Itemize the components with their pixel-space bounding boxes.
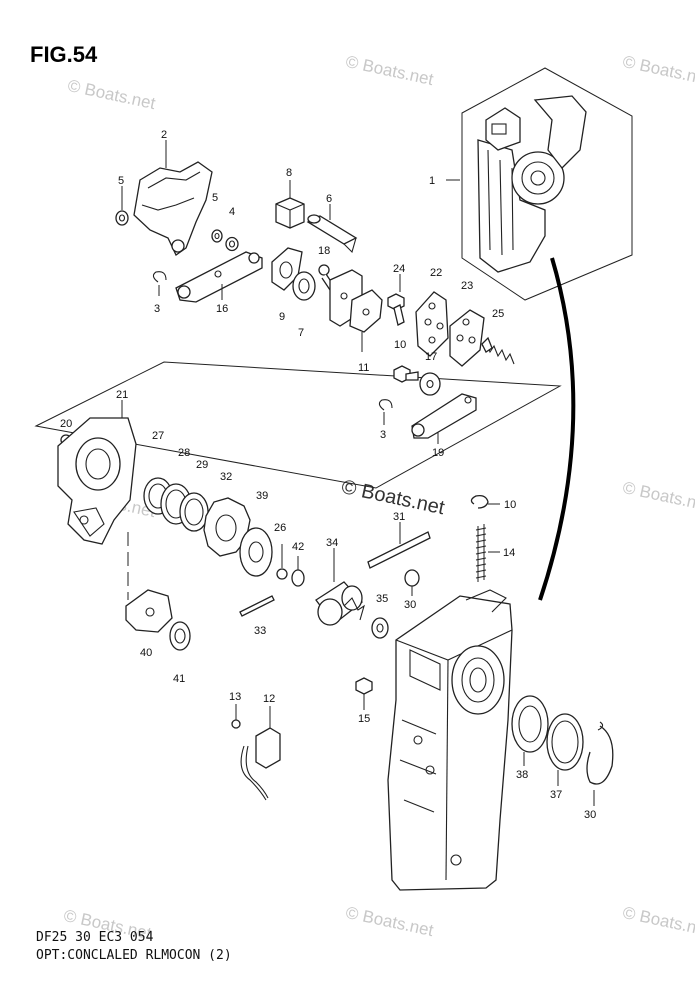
part-5-washer-left <box>115 186 129 226</box>
part-8-block <box>275 180 305 229</box>
callout-25: 25 <box>492 308 504 320</box>
callout-11: 11 <box>358 362 369 374</box>
callout-21: 21 <box>116 389 128 401</box>
part-24-bolt <box>387 274 405 326</box>
part-4-washer <box>225 236 239 252</box>
part-13-screw <box>231 704 241 729</box>
part-33-pin <box>239 595 275 617</box>
part-6-shaft <box>306 204 358 254</box>
part-3-clip-upper <box>152 271 167 296</box>
part-22-plate <box>415 291 449 357</box>
part-16-link-rod <box>175 251 263 303</box>
figure-code: DF25 30 EC3 054 <box>36 930 154 945</box>
part-30-cap <box>404 569 420 596</box>
callout-39: 39 <box>256 490 268 502</box>
callout-3: 3 <box>380 429 386 441</box>
part-38-ring <box>511 695 549 766</box>
part-25-spring <box>481 336 515 365</box>
part-5-washer-right <box>211 229 223 243</box>
callout-40: 40 <box>140 647 152 659</box>
part-2-lever-plate <box>133 140 213 256</box>
callout-24: 24 <box>393 263 405 275</box>
callout-20: 20 <box>60 418 72 430</box>
callout-33: 33 <box>254 625 266 637</box>
part-7-bushing <box>292 271 316 301</box>
callout-7: 7 <box>298 327 304 339</box>
callout-5: 5 <box>118 175 124 187</box>
callout-8: 8 <box>286 167 292 179</box>
callout-1: 1 <box>429 175 435 187</box>
figure-caption: OPT:CONCLALED RLMOCON (2) <box>36 948 232 963</box>
cable <box>538 257 576 601</box>
callout-27: 27 <box>152 430 164 442</box>
callout-22: 22 <box>430 267 442 279</box>
callout-2: 2 <box>161 129 167 141</box>
callout-28: 28 <box>178 447 190 459</box>
assembly-boundary <box>34 361 562 489</box>
figure-title: FIG.54 <box>30 42 98 67</box>
callout-16: 16 <box>216 303 228 315</box>
lower-housing <box>387 589 513 891</box>
part-29-ring <box>179 492 209 532</box>
part-40-bracket <box>125 589 173 633</box>
callout-10: 10 <box>504 499 516 511</box>
callout-41: 41 <box>173 673 185 685</box>
callout-31: 31 <box>393 511 405 523</box>
part-14-spring <box>475 524 500 582</box>
part-15-bolt <box>355 677 373 710</box>
callout-12: 12 <box>263 693 275 705</box>
callout-38: 38 <box>516 769 528 781</box>
callout-10: 10 <box>394 339 406 351</box>
callout-6: 6 <box>326 193 332 205</box>
part-1-control-box <box>461 67 633 301</box>
callout-35: 35 <box>376 593 388 605</box>
part-26-pin <box>276 544 288 580</box>
part-34-drum <box>315 548 365 626</box>
callout-13: 13 <box>229 691 241 703</box>
part-35-bushing <box>371 617 389 639</box>
callout-14: 14 <box>503 547 515 559</box>
callout-17: 17 <box>425 351 437 363</box>
part-3-clip-lower <box>378 399 393 425</box>
callout-9: 9 <box>279 311 285 323</box>
callout-37: 37 <box>550 789 562 801</box>
callout-18: 18 <box>318 245 330 257</box>
callout-3: 3 <box>154 303 160 315</box>
callout-30: 30 <box>404 599 416 611</box>
callout-30: 30 <box>584 809 596 821</box>
part-23-plate <box>449 309 485 367</box>
callout-26: 26 <box>274 522 286 534</box>
part-37-ring <box>546 713 584 786</box>
part-41-bushing <box>169 621 191 651</box>
part-31-rod <box>367 522 431 569</box>
part-30-snap-ring <box>586 721 614 806</box>
callout-23: 23 <box>461 280 473 292</box>
part-11-bracket <box>329 269 383 352</box>
callout-29: 29 <box>196 459 208 471</box>
part-10-bolt-upper <box>393 365 419 383</box>
callout-4: 4 <box>229 206 235 218</box>
part-39-disc <box>239 527 273 577</box>
callout-32: 32 <box>220 471 232 483</box>
callout-5: 5 <box>212 192 218 204</box>
part-21-housing-cover <box>57 400 137 545</box>
part-42-collar <box>291 556 305 587</box>
part-10-clip-lower <box>470 494 500 509</box>
part-17-washer <box>419 372 441 396</box>
callout-42: 42 <box>292 541 304 553</box>
part-19-link <box>411 393 477 444</box>
callout-34: 34 <box>326 537 338 549</box>
callout-19: 19 <box>432 447 444 459</box>
part-12-switch <box>240 706 281 801</box>
callout-15: 15 <box>358 713 370 725</box>
